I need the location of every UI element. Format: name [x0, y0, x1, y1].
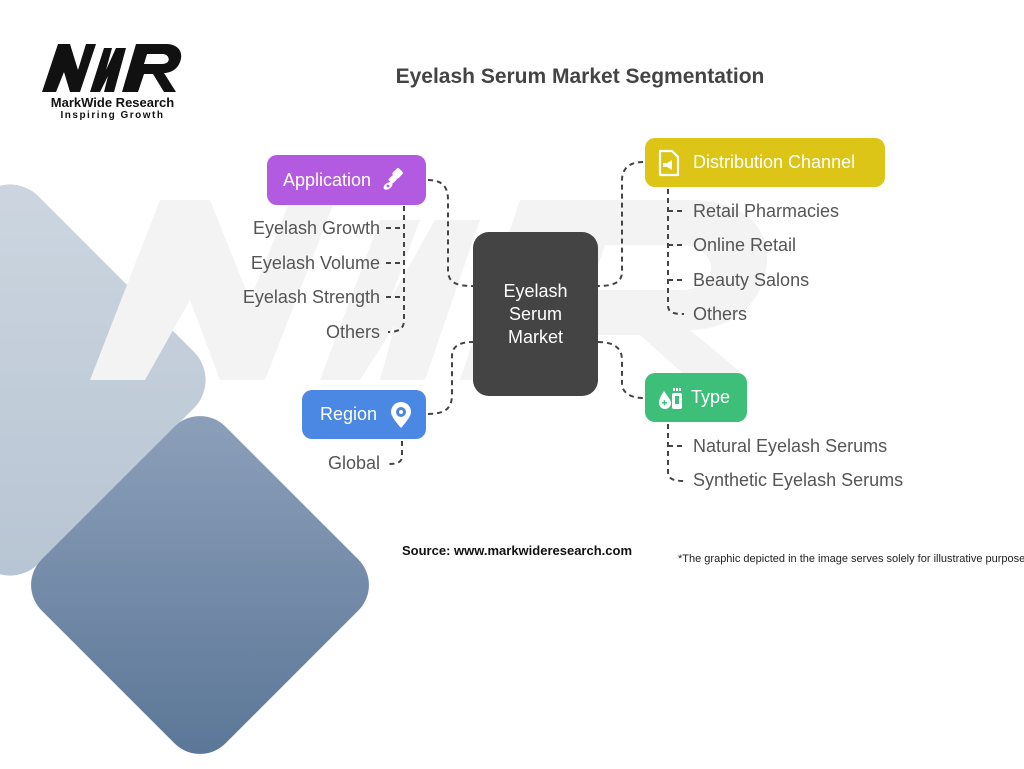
connector-region — [427, 341, 474, 415]
segment-application[interactable]: Application — [267, 155, 426, 205]
distribution-item: Others — [693, 304, 748, 324]
distribution-item: Online Retail — [693, 235, 797, 255]
application-item: Eyelash Strength — [242, 287, 380, 307]
application-item: Eyelash Growth — [252, 218, 380, 238]
disclaimer-note: *The graphic depicted in the image serve… — [678, 553, 1024, 565]
brand-tagline: Inspiring Growth — [60, 110, 165, 121]
connector-application-items — [387, 206, 405, 333]
center-line-1: Eyelash — [503, 280, 568, 301]
page-title: Eyelash Serum Market Segmentation — [395, 65, 765, 88]
center-node[interactable]: Eyelash Serum Market — [473, 232, 598, 396]
type-item: Synthetic Eyelash Serums — [693, 470, 904, 490]
segment-distribution-channel[interactable]: Distribution Channel — [645, 138, 885, 187]
connector-lines — [386, 161, 686, 482]
distribution-item: Beauty Salons — [693, 270, 810, 290]
segment-distribution-label: Distribution Channel — [693, 152, 856, 172]
connector-type — [597, 341, 644, 399]
brand-logo: MarkWide Research Inspiring Growth — [30, 40, 195, 122]
segment-type-label: Type — [691, 387, 731, 407]
segment-type[interactable]: Type — [645, 373, 747, 422]
region-item: Global — [327, 453, 380, 473]
application-item: Others — [325, 322, 380, 342]
center-line-2: Serum — [508, 303, 562, 324]
connector-region-items — [387, 441, 403, 465]
segment-region-label: Region — [320, 404, 378, 424]
connector-distribution — [597, 161, 644, 287]
connector-type-items — [667, 424, 685, 482]
segment-application-label: Application — [283, 169, 372, 190]
mwr-logo-mark — [41, 44, 181, 92]
type-item: Natural Eyelash Serums — [693, 436, 888, 456]
segment-region[interactable]: Region — [302, 390, 426, 439]
location-gear-icon — [389, 401, 413, 429]
application-item: Eyelash Volume — [250, 253, 380, 273]
connector-application — [427, 179, 474, 287]
source-citation: Source: www.markwideresearch.com — [402, 543, 633, 558]
serum-bottles-icon — [657, 385, 683, 411]
brand-name: MarkWide Research — [50, 95, 175, 110]
eyelash-applicator-icon — [381, 167, 407, 193]
distribution-item: Retail Pharmacies — [693, 201, 840, 221]
center-line-3: Market — [507, 326, 563, 347]
connector-distribution-items — [667, 189, 685, 315]
megaphone-document-icon — [657, 149, 681, 177]
